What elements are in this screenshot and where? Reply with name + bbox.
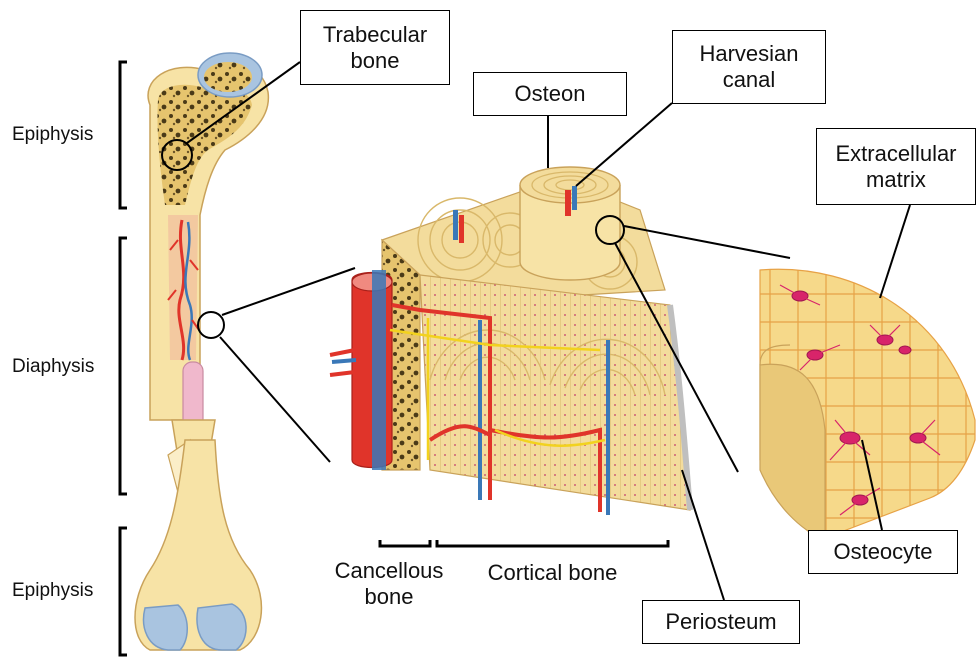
label-diaphysis: Diaphysis	[12, 356, 94, 378]
label-extracellular-matrix: Extracellular matrix	[816, 128, 976, 205]
canal-artery	[565, 190, 571, 216]
section-brackets	[380, 540, 668, 546]
periosteal-vein	[372, 270, 386, 470]
region-brackets	[120, 62, 127, 655]
articular-cartilage-right	[197, 604, 246, 650]
label-osteon: Osteon	[473, 72, 627, 116]
canal-vein	[572, 186, 577, 210]
bone-section	[330, 167, 690, 515]
label-cortical-bone: Cortical bone	[470, 560, 635, 586]
leader-matrix	[880, 205, 910, 298]
leader-periosteum	[682, 470, 724, 600]
label-epiphysis-bottom: Epiphysis	[12, 580, 93, 602]
shaft-circle	[198, 312, 224, 338]
label-osteocyte: Osteocyte	[808, 530, 958, 574]
label-cancellous-bone: Cancellous bone	[320, 558, 458, 610]
zoom-line-top	[222, 268, 355, 315]
label-harvesian-canal: Harvesian canal	[672, 30, 826, 104]
long-bone	[135, 53, 268, 650]
matrix-detail	[760, 269, 975, 540]
label-epiphysis-top: Epiphysis	[12, 124, 93, 146]
zoom-line-bottom	[220, 337, 330, 462]
label-trabecular-bone: Trabecular bone	[300, 10, 450, 85]
label-periosteum: Periosteum	[642, 600, 800, 644]
